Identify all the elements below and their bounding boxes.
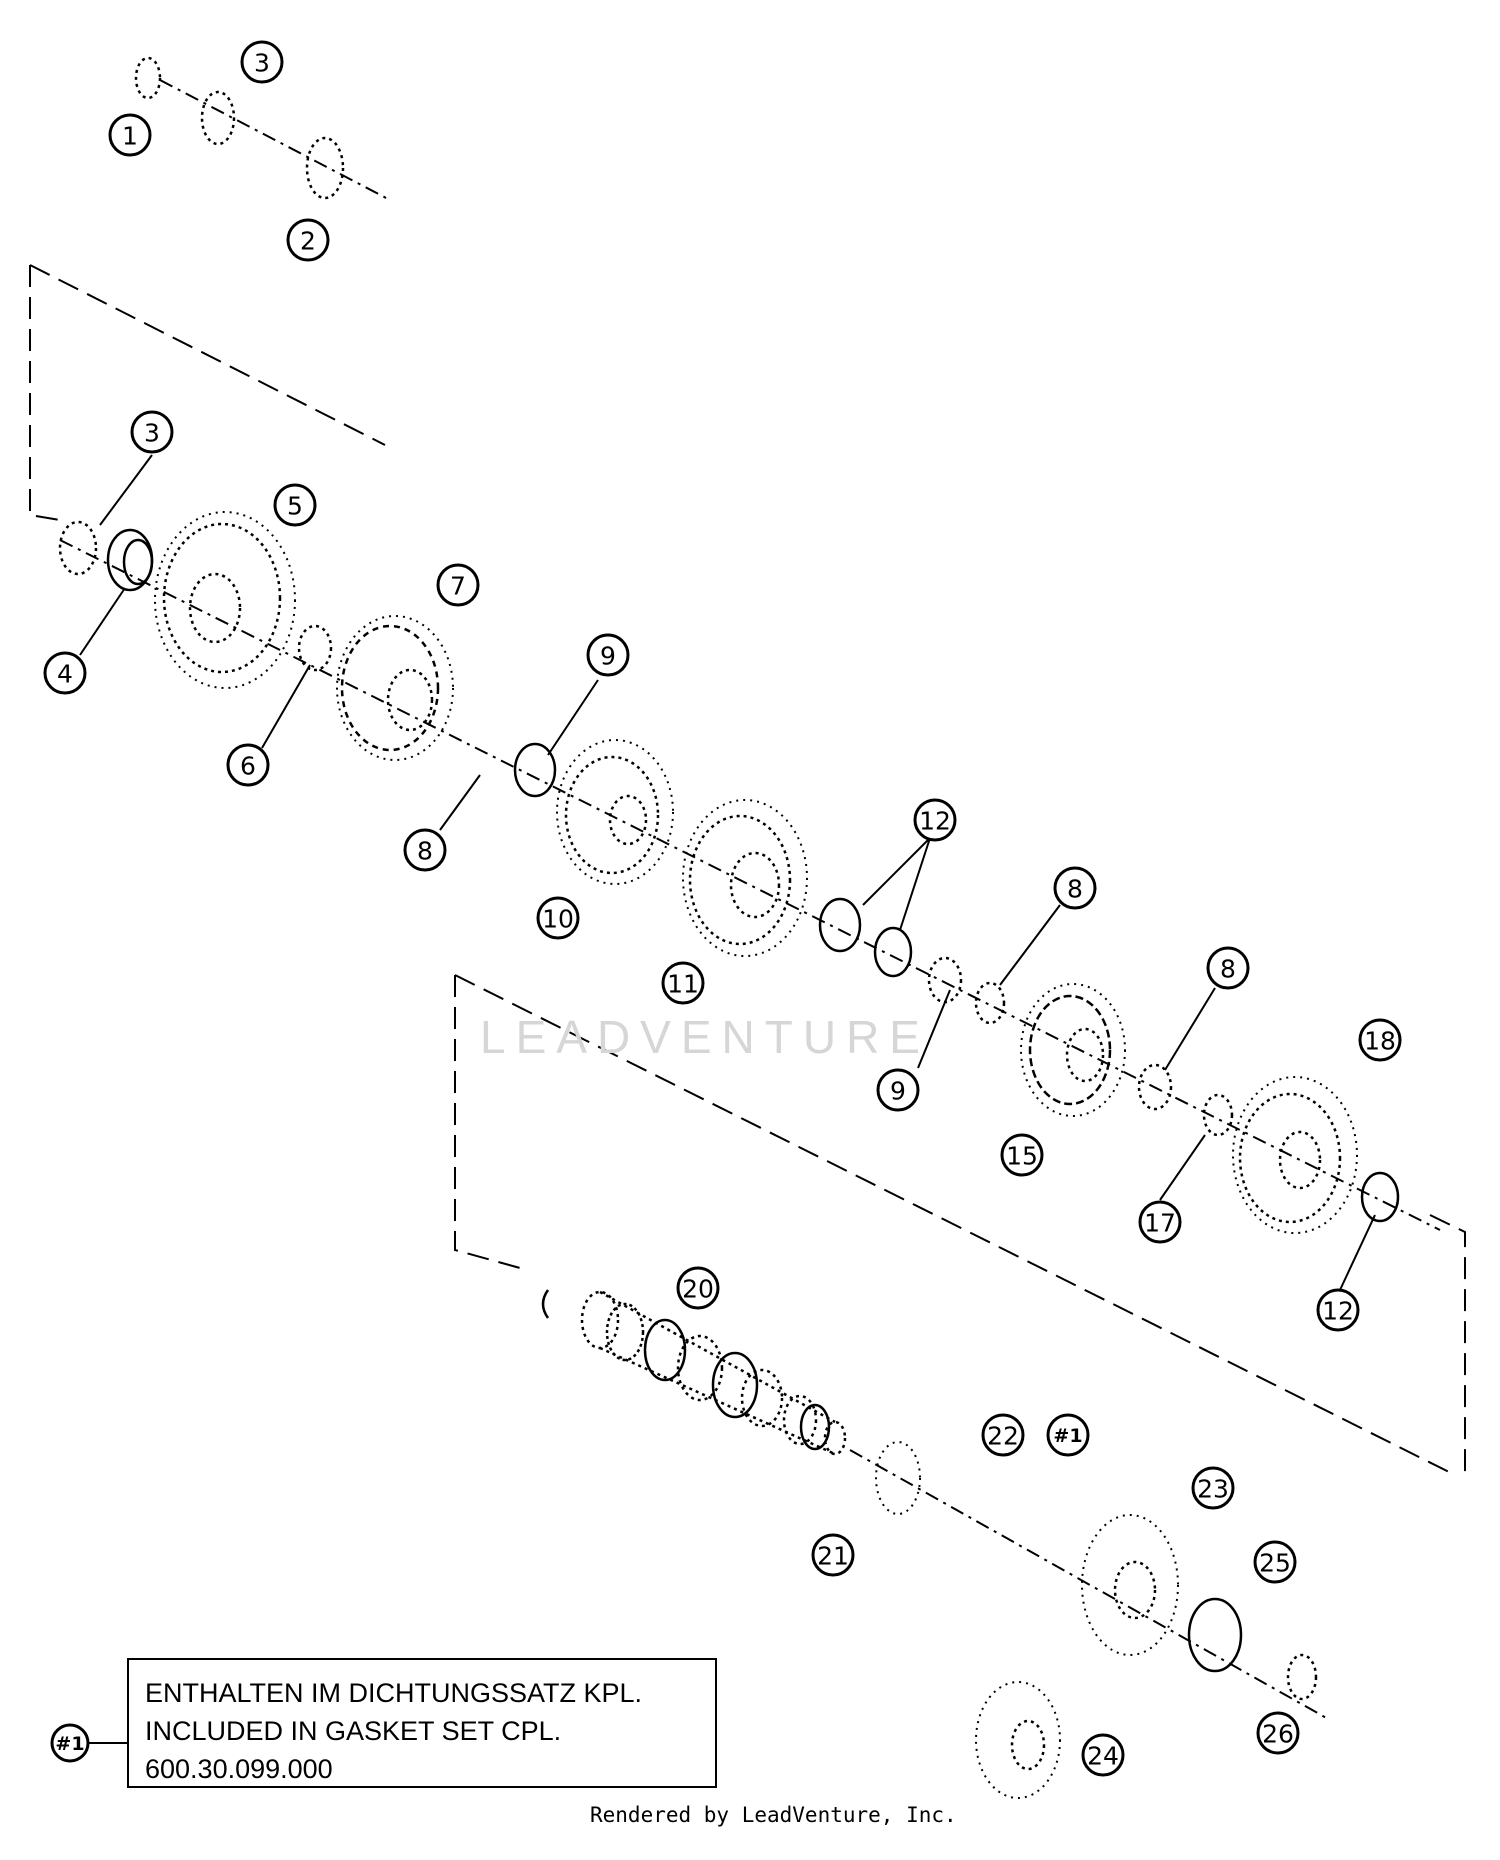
- part-9-thrust-washer: [513, 742, 557, 798]
- part-7-gear: [336, 615, 454, 761]
- lower-group-outline: [454, 974, 1466, 1476]
- gasket-set-note: ENTHALTEN IM DICHTUNGSSATZ KPL. INCLUDED…: [127, 1658, 717, 1788]
- svg-text:8: 8: [417, 837, 433, 866]
- callout-8: 8: [403, 828, 447, 872]
- part-12-washer-a: [818, 897, 862, 953]
- svg-text:10: 10: [542, 905, 574, 934]
- part-10-gear: [556, 739, 674, 885]
- svg-text:6: 6: [240, 752, 256, 781]
- part-23-sprocket: [1081, 1514, 1179, 1656]
- part-4-needle-bearing: [106, 528, 154, 592]
- svg-text:7: 7: [450, 572, 466, 601]
- svg-text:#1: #1: [1053, 1425, 1082, 1447]
- svg-text:1: 1: [122, 122, 138, 151]
- part-17-spacer: [1202, 1093, 1234, 1137]
- part-21-sprocket-washer: [875, 1441, 921, 1515]
- note-line-german: ENTHALTEN IM DICHTUNGSSATZ KPL.: [145, 1678, 643, 1708]
- callout-23: 23: [1191, 1466, 1235, 1510]
- svg-text:5: 5: [287, 492, 303, 521]
- note-part-number: 600.30.099.000: [145, 1754, 333, 1784]
- svg-text:25: 25: [1259, 1549, 1291, 1578]
- svg-text:4: 4: [57, 660, 73, 689]
- svg-text:9: 9: [600, 642, 616, 671]
- svg-text:9: 9: [890, 1077, 906, 1106]
- watermark: LEADVENTURE: [480, 1011, 930, 1063]
- part-11-gear: [682, 799, 808, 957]
- callout-25: 25: [1253, 1540, 1297, 1584]
- callout-note-ref-1: #1: [1046, 1413, 1090, 1457]
- render-credit: Rendered by LeadVenture, Inc.: [590, 1803, 957, 1827]
- part-20-main-shaft: [541, 1289, 847, 1456]
- svg-text:15: 15: [1006, 1142, 1038, 1171]
- part-3-washer-top: [200, 90, 236, 146]
- part-12-washer-c: [1360, 1171, 1400, 1223]
- callout-20: 20: [676, 1266, 720, 1310]
- note-line-english: INCLUDED IN GASKET SET CPL.: [145, 1716, 562, 1746]
- part-12-washer-b: [873, 926, 913, 978]
- callout-7: 7: [436, 563, 480, 607]
- svg-text:3: 3: [254, 49, 270, 78]
- main-axis: [59, 539, 1441, 1231]
- callout-2: 2: [286, 218, 330, 262]
- part-5-gear: [154, 511, 296, 689]
- callout-24: 24: [1081, 1733, 1125, 1777]
- svg-text:#1: #1: [55, 1733, 84, 1755]
- svg-text:2: 2: [300, 227, 316, 256]
- svg-text:12: 12: [1322, 1297, 1354, 1326]
- callout-22: 22: [981, 1413, 1025, 1457]
- callout-9: 9: [586, 633, 630, 677]
- leader-lines: [79, 454, 1376, 1291]
- callout-3: 3: [130, 410, 174, 454]
- svg-text:21: 21: [817, 1542, 849, 1571]
- svg-text:20: 20: [682, 1275, 714, 1304]
- callout-6: 6: [226, 743, 270, 787]
- callout-4: 4: [43, 651, 87, 695]
- svg-text:18: 18: [1364, 1027, 1396, 1056]
- callout-11: 11: [661, 961, 705, 1005]
- callout-21: 21: [811, 1533, 855, 1577]
- svg-text:17: 17: [1144, 1209, 1176, 1238]
- part-24-sprocket-alt: [975, 1681, 1061, 1799]
- part-9-thrust-washer-b: [927, 956, 963, 1004]
- callout-9-lower: 9: [876, 1068, 920, 1112]
- svg-text:26: 26: [1262, 1720, 1294, 1749]
- part-26-nut: [1286, 1653, 1318, 1701]
- callout-18: 18: [1358, 1018, 1402, 1062]
- callout-3-top: 3: [240, 40, 284, 84]
- svg-text:12: 12: [919, 807, 951, 836]
- callout-5: 5: [273, 483, 317, 527]
- upper-group-outline: [29, 264, 386, 521]
- lower-parts: [849, 1441, 1331, 1799]
- part-18-gear: [1232, 1076, 1358, 1234]
- callout-8-mid: 8: [1053, 866, 1097, 910]
- svg-text:22: 22: [987, 1422, 1019, 1451]
- callout-17: 17: [1138, 1200, 1182, 1244]
- svg-text:3: 3: [144, 419, 160, 448]
- part-3-washer: [58, 520, 98, 576]
- part-15-gear: [1020, 983, 1126, 1117]
- part-8-bushing: [974, 981, 1006, 1025]
- svg-text:8: 8: [1220, 955, 1236, 984]
- svg-text:24: 24: [1087, 1742, 1119, 1771]
- callout-26: 26: [1256, 1711, 1300, 1755]
- callout-10: 10: [536, 896, 580, 940]
- callout-12: 12: [913, 798, 957, 842]
- part-2-gear-small: [305, 136, 345, 200]
- svg-text:23: 23: [1197, 1475, 1229, 1504]
- callout-12-lower: 12: [1316, 1288, 1360, 1332]
- upper-parts: [58, 511, 1400, 1234]
- callout-1: 1: [108, 113, 152, 157]
- callout-15: 15: [1000, 1133, 1044, 1177]
- part-25-lock-washer: [1187, 1597, 1243, 1673]
- svg-text:8: 8: [1067, 875, 1083, 904]
- part-6-washer: [297, 624, 333, 672]
- part-1-circlip: [134, 56, 162, 100]
- part-8-bushing-b: [1137, 1063, 1173, 1111]
- note-reference-marker: #1: [50, 1723, 90, 1763]
- svg-text:11: 11: [667, 970, 699, 999]
- top-small-parts: [134, 56, 391, 201]
- callout-8-right: 8: [1206, 946, 1250, 990]
